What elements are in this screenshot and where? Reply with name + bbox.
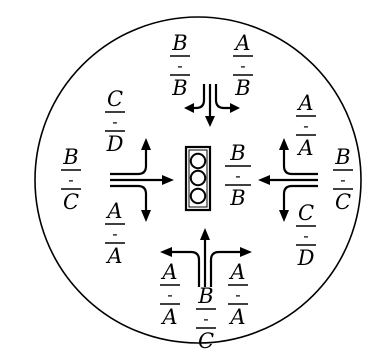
signal-lamp-bottom	[189, 187, 207, 205]
svg-text:A: A	[296, 91, 313, 115]
svg-text:C: C	[107, 87, 123, 111]
boundary-circle	[34, 16, 362, 344]
west-approach-arrows	[110, 138, 174, 222]
svg-text:-: -	[235, 166, 240, 185]
fraction-label-west-upper: C - D	[105, 87, 125, 156]
svg-text:B: B	[171, 76, 187, 100]
svg-text:B: B	[229, 186, 245, 210]
svg-text:B: B	[229, 141, 245, 165]
svg-text:C: C	[335, 190, 351, 214]
svg-text:A: A	[296, 136, 313, 160]
svg-text:-: -	[68, 170, 73, 189]
svg-text:C: C	[63, 190, 79, 214]
svg-text:B: B	[334, 145, 350, 169]
svg-text:A: A	[233, 31, 250, 55]
signal-lamp-middle	[189, 169, 207, 187]
fraction-label-south-middle: B - C	[196, 284, 216, 353]
svg-text:C: C	[198, 329, 214, 353]
svg-text:A: A	[105, 199, 122, 223]
svg-text:A: A	[160, 305, 177, 329]
svg-text:-: -	[240, 56, 245, 75]
fraction-label-west-lower: A - A	[105, 199, 125, 268]
svg-text:B: B	[171, 31, 187, 55]
fraction-label-south-right: A - A	[228, 260, 248, 329]
fraction-label-east-upper: A - A	[296, 91, 316, 160]
svg-text:D: D	[297, 246, 315, 270]
svg-text:B: B	[62, 145, 78, 169]
svg-text:-: -	[112, 224, 117, 243]
svg-text:D: D	[106, 132, 124, 156]
svg-text:A: A	[105, 244, 122, 268]
south-approach-arrows	[160, 228, 252, 287]
svg-text:A: A	[228, 260, 245, 284]
east-approach-arrows	[258, 138, 318, 222]
svg-text:-: -	[177, 56, 182, 75]
svg-text:A: A	[160, 260, 177, 284]
svg-text:B: B	[234, 76, 250, 100]
svg-text:A: A	[228, 305, 245, 329]
svg-text:B: B	[197, 284, 213, 308]
svg-text:-: -	[112, 112, 117, 131]
fraction-label-south-left: A - A	[160, 260, 180, 329]
fraction-label-west-far: B - C	[61, 145, 81, 214]
fraction-label-north-right: A - B	[233, 31, 253, 100]
fraction-label-east-lower: C - D	[296, 201, 316, 270]
svg-text:-: -	[303, 226, 308, 245]
svg-text:C: C	[298, 201, 314, 225]
svg-text:-: -	[340, 170, 345, 189]
north-approach-arrows	[184, 84, 240, 127]
fraction-label-center: B - B	[225, 141, 251, 210]
signal-lamp-top	[189, 152, 207, 170]
svg-text:-: -	[167, 285, 172, 304]
fraction-label-east-far: B - C	[333, 145, 353, 214]
traffic-signal-icon	[184, 145, 212, 212]
svg-text:-: -	[203, 309, 208, 328]
svg-text:-: -	[303, 116, 308, 135]
svg-text:-: -	[235, 285, 240, 304]
fraction-label-north-left: B - B	[170, 31, 190, 100]
